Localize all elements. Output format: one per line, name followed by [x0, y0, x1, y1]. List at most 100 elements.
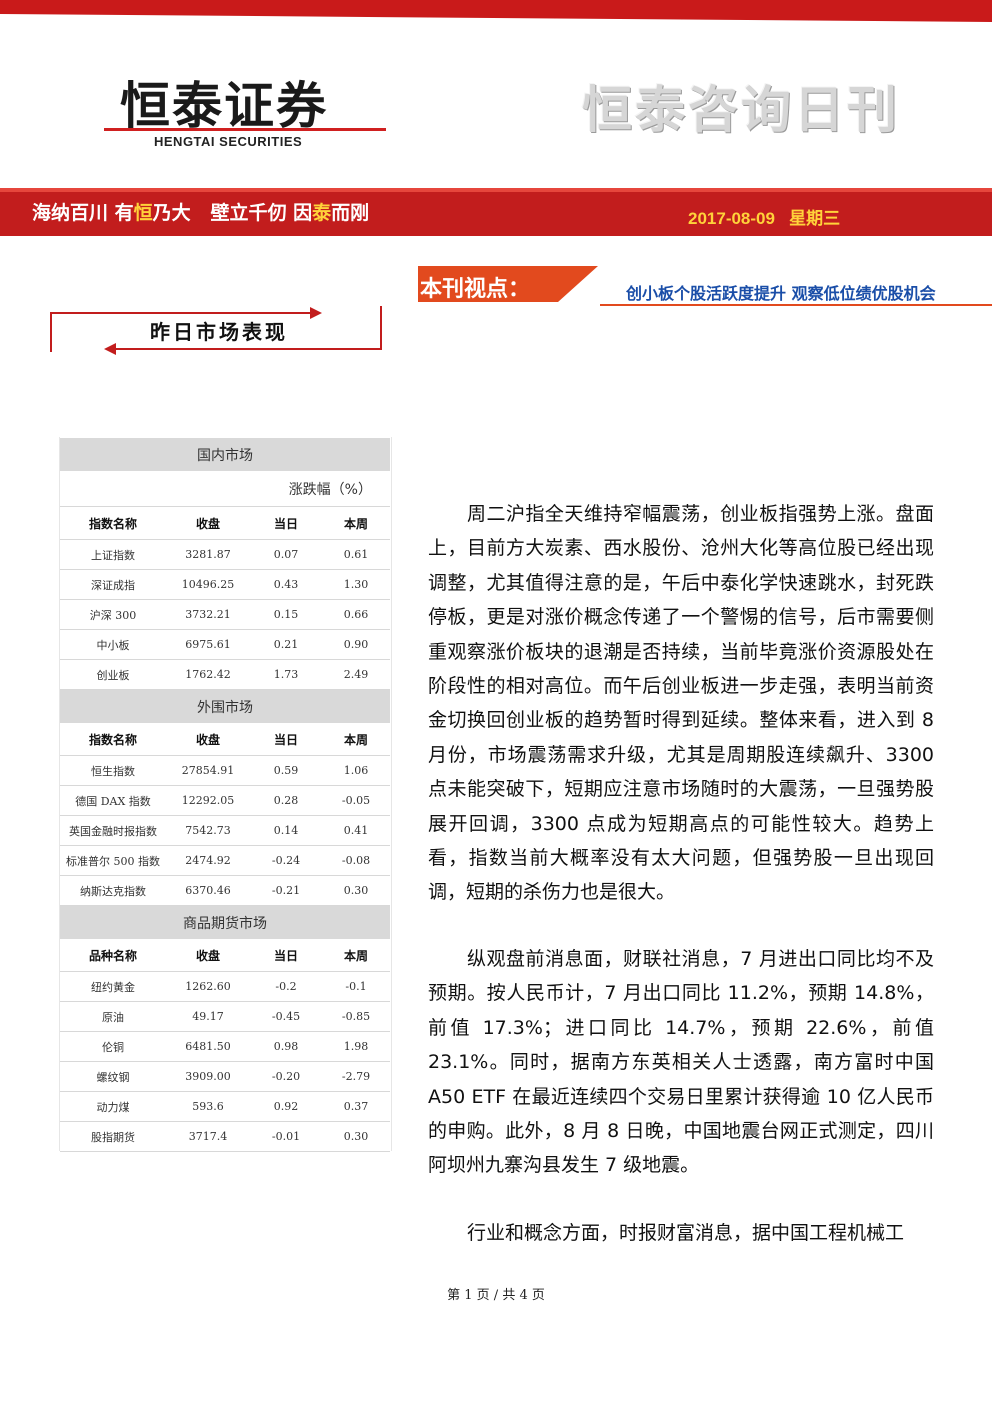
table-cell: 0.92: [250, 1091, 322, 1122]
table-cell: 3732.21: [166, 599, 250, 630]
table-cell: 593.6: [166, 1091, 250, 1122]
table-cell: 伦铜: [60, 1031, 166, 1062]
table-cell: 6370.46: [166, 875, 250, 906]
commentary-paragraph-3: 行业和概念方面，时报财富消息，据中国工程机械工: [467, 1222, 905, 1244]
table-cell: 当日: [250, 939, 322, 972]
table-cell: -0.2: [250, 971, 322, 1002]
section-title: 外围市场: [60, 689, 390, 723]
viewpoint-rule: [600, 304, 992, 306]
table-cell: 0.90: [322, 629, 390, 660]
table-header-row: 品种名称收盘当日本周: [60, 939, 390, 972]
arrow-left-icon: [104, 343, 116, 355]
table-cell: 1.30: [322, 569, 390, 600]
table-cell: 品种名称: [60, 939, 166, 972]
table-cell: 股指期货: [60, 1121, 166, 1152]
company-logo-english: HENGTAI SECURITIES: [154, 134, 303, 149]
table-cell: 沪深 300: [60, 599, 166, 630]
table-cell: 1.98: [322, 1031, 390, 1062]
table-cell: 螺纹钢: [60, 1061, 166, 1092]
table-cell: 上证指数: [60, 539, 166, 570]
table-cell: 49.17: [166, 1001, 250, 1032]
viewpoint-tab: [418, 266, 618, 302]
table-cell: -0.85: [322, 1001, 390, 1032]
table-section-header: 商品期货市场: [60, 905, 390, 939]
table-cell: 指数名称: [60, 506, 166, 540]
page-footer: 第 1 页 / 共 4 页: [447, 1288, 545, 1303]
table-cell: 动力煤: [60, 1091, 166, 1122]
table-cell: 1.73: [250, 659, 322, 690]
table-cell: 7542.73: [166, 815, 250, 846]
table-cell: 收盘: [166, 723, 250, 756]
table-header-row: 指数名称收盘当日本周: [60, 506, 390, 540]
table-cell: 0.15: [250, 599, 322, 630]
table-cell: 指数名称: [60, 723, 166, 756]
table-cell: 0.30: [322, 875, 390, 906]
table-cell: -0.21: [250, 875, 322, 906]
table-cell: 本周: [322, 723, 390, 756]
table-cell: 3281.87: [166, 539, 250, 570]
slogan-banner: [0, 188, 992, 236]
section-title: 商品期货市场: [60, 905, 390, 939]
logo-underline: [104, 128, 386, 131]
table-cell: 12292.05: [166, 785, 250, 816]
top-red-stripe: [0, 0, 992, 22]
table-cell: 中小板: [60, 629, 166, 660]
table-header-row: 指数名称收盘当日本周: [60, 723, 390, 756]
table-cell: 1262.60: [166, 971, 250, 1002]
table-spacer: [60, 1152, 390, 1175]
table-cell: 0.43: [250, 569, 322, 600]
market-table-frame: [59, 437, 392, 1151]
table-cell: 27854.91: [166, 755, 250, 786]
table-cell: 0.07: [250, 539, 322, 570]
company-logo-text: 恒泰证券: [120, 77, 328, 135]
viewpoint-label: 本刊视点：: [420, 277, 531, 302]
commentary-paragraph-1: 周二沪指全天维持窄幅震荡，创业板指强势上涨。盘面上，目前方大炭素、西水股份、沧州…: [428, 503, 934, 904]
viewpoint-headline: 创小板个股活跃度提升 观察低位绩优股机会: [626, 284, 936, 303]
table-cell: 标准普尔 500 指数: [60, 845, 166, 876]
table-cell: -0.01: [250, 1121, 322, 1152]
unit-label: 涨跌幅（%）: [60, 471, 390, 507]
table-cell: 恒生指数: [60, 755, 166, 786]
table-cell: 0.30: [322, 1121, 390, 1152]
table-cell: 英国金融时报指数: [60, 815, 166, 846]
table-cell: 收盘: [166, 506, 250, 540]
issue-date: 2017-08-09 星期三: [688, 204, 840, 229]
date-value: 2017-08-09: [688, 209, 775, 228]
weekday-value: 星期三: [789, 209, 841, 228]
table-cell: 0.59: [250, 755, 322, 786]
table-cell: 0.41: [322, 815, 390, 846]
frame-left-line: [50, 312, 52, 352]
table-cell: -0.05: [322, 785, 390, 816]
table-cell: -0.24: [250, 845, 322, 876]
table-cell: 2474.92: [166, 845, 250, 876]
table-section-header: 外围市场: [60, 689, 390, 723]
section-title: 国内市场: [60, 438, 390, 471]
table-cell: 当日: [250, 723, 322, 756]
table-cell: -2.79: [322, 1061, 390, 1092]
market-section-title: 昨日市场表现: [150, 320, 288, 344]
frame-top-line: [50, 312, 312, 314]
table-cell: 6481.50: [166, 1031, 250, 1062]
unit-row: 涨跌幅（%）: [60, 471, 390, 507]
table-cell: 0.66: [322, 599, 390, 630]
table-cell: 2.49: [322, 659, 390, 690]
table-cell: 1.06: [322, 755, 390, 786]
table-cell: 纳斯达克指数: [60, 875, 166, 906]
table-cell: 1762.42: [166, 659, 250, 690]
table-cell: -0.08: [322, 845, 390, 876]
